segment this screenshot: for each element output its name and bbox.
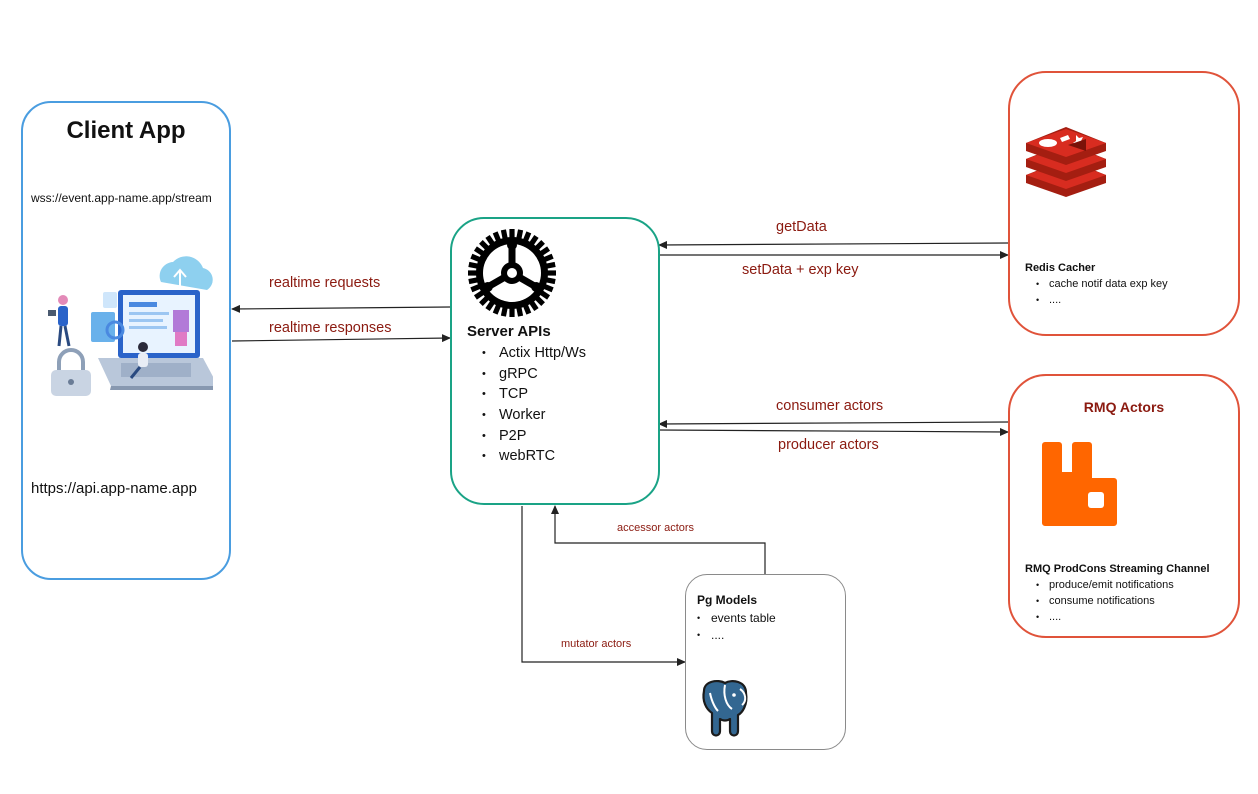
list-item: Worker <box>482 405 586 426</box>
list-item: webRTC <box>482 446 586 467</box>
pg-models-title: Pg Models <box>697 593 758 607</box>
rabbitmq-logo-icon <box>1042 442 1117 526</box>
accessor-actors-arrow <box>551 505 766 574</box>
consumer-actors-label: consumer actors <box>776 398 884 414</box>
client-app-box: Client App wss://event.app-name.app/stre… <box>21 101 231 580</box>
list-item: gRPC <box>482 364 586 385</box>
redis-item-list: cache notif data exp key .... <box>1036 276 1168 308</box>
client-ws-url: wss://event.app-name.app/stream <box>31 191 212 205</box>
pg-item-list: events table .... <box>697 610 776 644</box>
realtime-requests-label: realtime requests <box>269 275 381 291</box>
redis-cacher-box: Redis Cacher cache notif data exp key ..… <box>1008 71 1240 336</box>
client-app-title: Client App <box>66 117 186 144</box>
list-item: produce/emit notifications <box>1036 577 1174 593</box>
server-apis-box: Server APIs Actix Http/Ws gRPC TCP Worke… <box>450 217 660 505</box>
redis-logo-icon <box>1026 127 1106 197</box>
rmq-actors-box: RMQ Actors RMQ ProdCons Streaming Channe… <box>1008 374 1240 638</box>
set-data-label: setData + exp key <box>742 262 859 278</box>
server-apis-title: Server APIs <box>467 323 551 340</box>
rmq-item-list: produce/emit notifications consume notif… <box>1036 577 1174 625</box>
redis-cacher-title: Redis Cacher <box>1025 262 1096 274</box>
server-api-list: Actix Http/Ws gRPC TCP Worker P2P webRTC <box>482 343 586 467</box>
rmq-channel-title: RMQ ProdCons Streaming Channel <box>1025 563 1210 575</box>
client-https-url: https://api.app-name.app <box>31 480 197 497</box>
producer-actors-arrow <box>658 427 1009 436</box>
list-item: .... <box>1036 609 1174 625</box>
rust-gear-icon <box>468 229 556 317</box>
accessor-actors-label: accessor actors <box>617 522 695 534</box>
list-item: .... <box>697 627 776 644</box>
mutator-actors-arrow <box>521 506 686 666</box>
list-item: consume notifications <box>1036 593 1174 609</box>
list-item: cache notif data exp key <box>1036 276 1168 292</box>
realtime-requests-arrow <box>231 304 451 313</box>
postgresql-elephant-icon <box>702 680 748 737</box>
realtime-responses-label: realtime responses <box>269 320 392 336</box>
get-data-arrow <box>658 240 1009 249</box>
realtime-responses-arrow <box>231 334 451 343</box>
mutator-actors-label: mutator actors <box>561 638 632 650</box>
consumer-actors-arrow <box>658 419 1009 428</box>
laptop-cloud-illustration-icon <box>48 256 213 396</box>
pg-models-box: Pg Models events table .... <box>685 574 846 750</box>
list-item: TCP <box>482 384 586 405</box>
get-data-label: getData <box>776 219 827 235</box>
producer-actors-label: producer actors <box>778 437 879 453</box>
list-item: P2P <box>482 426 586 447</box>
rmq-actors-heading: RMQ Actors <box>1083 399 1165 415</box>
list-item: .... <box>1036 292 1168 308</box>
list-item: events table <box>697 610 776 627</box>
list-item: Actix Http/Ws <box>482 343 586 364</box>
